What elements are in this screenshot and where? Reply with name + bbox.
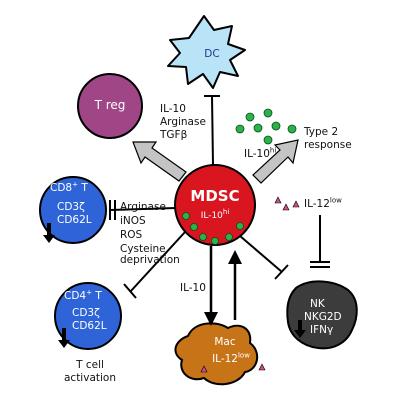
cd8-factor-2: iNOS: [120, 215, 146, 227]
mdsc-granules: [182, 212, 244, 245]
mac-label: Mac: [214, 336, 236, 348]
cd4-t-cell: [54, 282, 122, 350]
cd4-marker1: CD3ζ: [72, 307, 100, 319]
mdsc-sub-sup: hi: [222, 208, 230, 216]
treg-factor-2: Arginase: [160, 116, 206, 128]
cd8-marker1: CD3ζ: [57, 201, 85, 213]
cd8-label-tail: T: [77, 182, 88, 194]
cd8-factor-3: ROS: [120, 229, 143, 241]
cd4-marker2: CD62L: [72, 320, 107, 332]
dc-label-text: DC: [204, 48, 220, 60]
treg-label-text: T reg: [94, 98, 126, 112]
tcell-activation-line2: activation: [63, 372, 116, 384]
il12low-sup: low: [329, 196, 342, 205]
cd8-label: CD8+ T: [50, 180, 88, 194]
nk-marker2: IFNγ: [310, 324, 334, 336]
type2-line1: Type 2: [304, 126, 339, 138]
mdsc-label: MDSC: [190, 187, 240, 205]
mac-sub-main: IL-12: [212, 353, 238, 365]
nk-marker1: NKG2D: [304, 311, 342, 323]
cd8-factor-5: deprivation: [120, 254, 180, 266]
mdsc-mac-arrows: [204, 246, 242, 326]
treg-cell: [77, 73, 143, 139]
il10-mac-label: IL-10: [180, 282, 206, 294]
cd8-factor-4: Cysteine: [120, 243, 166, 255]
cd8-t-cell: [39, 176, 107, 244]
cd4-label-main: CD4: [64, 290, 87, 302]
type2-arrow: [252, 139, 299, 184]
cd4-label: CD4+ T: [64, 288, 102, 302]
dc-label: DC: [190, 48, 234, 60]
tcell-activation-line1: T cell: [76, 359, 104, 371]
treg-label: T reg: [80, 99, 140, 111]
il10hi-sup: hi: [269, 146, 277, 155]
cd8-label-main: CD8: [50, 182, 73, 194]
treg-factor-1: IL-10: [160, 103, 186, 115]
cd4-label-tail: T: [91, 290, 102, 302]
downregulation-arrows: [43, 223, 306, 348]
il12-triangles: [274, 196, 300, 211]
il10-dots: [235, 108, 297, 145]
type2-line2: response: [304, 139, 352, 151]
mac-sublabel: IL-12low: [200, 351, 262, 365]
mdsc-sublabel: IL-10hi: [186, 208, 244, 222]
inhibition-lines: [109, 95, 330, 299]
mdsc-sub-main: IL-10: [200, 211, 223, 221]
mac-il12-triangles: [200, 363, 266, 373]
il12low-label: IL-12low: [304, 196, 342, 210]
il12low-main: IL-12: [304, 198, 330, 210]
il10hi-label: IL-10hi: [244, 146, 277, 160]
nk-label: NK: [310, 298, 325, 310]
mdsc-cell: [174, 164, 256, 246]
cd4-label-sup: +: [86, 288, 92, 297]
treg-induction-arrow: [132, 141, 187, 182]
dc-cell: [167, 15, 246, 89]
cd8-label-sup: +: [72, 180, 78, 189]
mac-sub-sup: low: [237, 351, 250, 360]
treg-factor-3: TGFβ: [160, 129, 188, 141]
il10hi-main: IL-10: [244, 148, 270, 160]
cd8-marker2: CD62L: [57, 214, 92, 226]
cd8-factor-1: Arginase: [120, 201, 166, 213]
mac-cell: [174, 322, 259, 386]
